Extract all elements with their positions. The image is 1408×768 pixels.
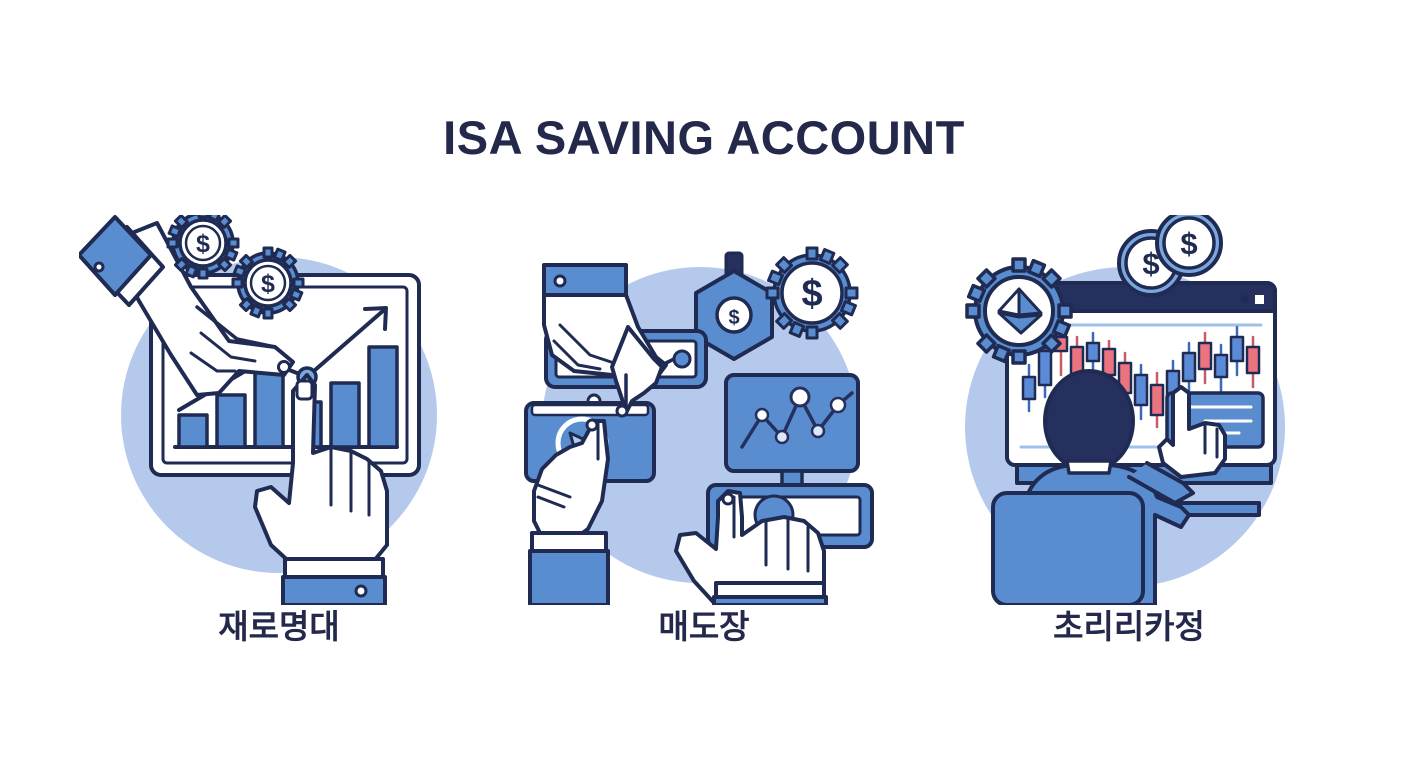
panel-analysis: $: [67, 215, 492, 675]
candlestick: [1213, 343, 1229, 393]
person-arm: [1127, 461, 1195, 505]
gear-with-pie-chart: [965, 257, 1073, 365]
dollar-gear-coin: $: [166, 215, 240, 280]
candlestick: [1149, 371, 1165, 429]
fingertip-dot: [277, 360, 291, 374]
person-chair: [991, 491, 1145, 605]
candlestick: [1229, 325, 1245, 377]
line-chart-monitor: [724, 373, 860, 489]
panel-caption-monitoring: 초리리카정: [1053, 608, 1205, 645]
panel-trading: $: [492, 215, 917, 675]
panel-caption-trading: 매도장: [658, 608, 750, 645]
pie-slice: [997, 287, 1021, 317]
candlestick: [1133, 363, 1149, 421]
panel-monitoring: $ $: [917, 215, 1342, 675]
dollar-gear-coin: $: [231, 246, 305, 320]
svg-text:$: $: [801, 273, 822, 315]
chart-bar: [177, 413, 209, 449]
page-title: ISA SAVING ACCOUNT: [443, 111, 965, 164]
candlestick: [1197, 331, 1213, 385]
chart-bar: [253, 365, 285, 449]
tapping-hand-bottom: [253, 373, 389, 605]
svg-text:$: $: [1142, 246, 1159, 281]
person-neck: [1065, 459, 1113, 475]
sleeve: [79, 215, 153, 297]
window-square: [1255, 295, 1264, 304]
hexagon-dollar-tag: $: [694, 251, 774, 361]
dollar-glyph: $: [196, 230, 210, 258]
svg-text:$: $: [728, 307, 739, 329]
svg-text:$: $: [1180, 226, 1197, 261]
fingertip-nail: [295, 379, 314, 401]
window-dot: [1241, 295, 1249, 303]
chart-bar: [367, 345, 399, 449]
panels-row: $: [0, 215, 1408, 675]
cuff-button: [93, 261, 105, 273]
bar-chart-board-illustration: $: [79, 215, 479, 605]
dollar-glyph: $: [261, 270, 275, 298]
tapping-hand-left: [542, 263, 668, 418]
pointing-hand-top-left: [79, 215, 295, 397]
candlestick: [1181, 341, 1197, 399]
pie-slice: [997, 311, 1043, 335]
tapping-hand-bottom-left: [528, 418, 610, 605]
hand-sleeve: [528, 549, 610, 605]
seated-trader: [991, 369, 1227, 605]
dollar-coin: $: [1155, 215, 1223, 277]
panel-caption-analysis: 재로명대: [218, 608, 340, 645]
hand-sleeve: [712, 595, 828, 605]
tapping-hand-right: [674, 489, 828, 605]
ui-panels-illustration: $: [504, 215, 904, 605]
candlestick: [1101, 339, 1117, 393]
candlestick: [1021, 363, 1037, 413]
trader-monitor-illustration: $ $: [929, 215, 1329, 605]
cuff-button: [354, 584, 368, 598]
pointing-hand: [1157, 385, 1227, 479]
candlestick: [1245, 335, 1261, 389]
chart-bar: [215, 393, 247, 449]
dollar-gear-coin: $: [765, 246, 859, 340]
person-head: [1043, 369, 1135, 473]
candlestick: [1037, 339, 1053, 399]
chart-bar: [329, 381, 361, 449]
hand-sleeve: [281, 575, 387, 605]
trend-arrow-head: [363, 306, 388, 331]
